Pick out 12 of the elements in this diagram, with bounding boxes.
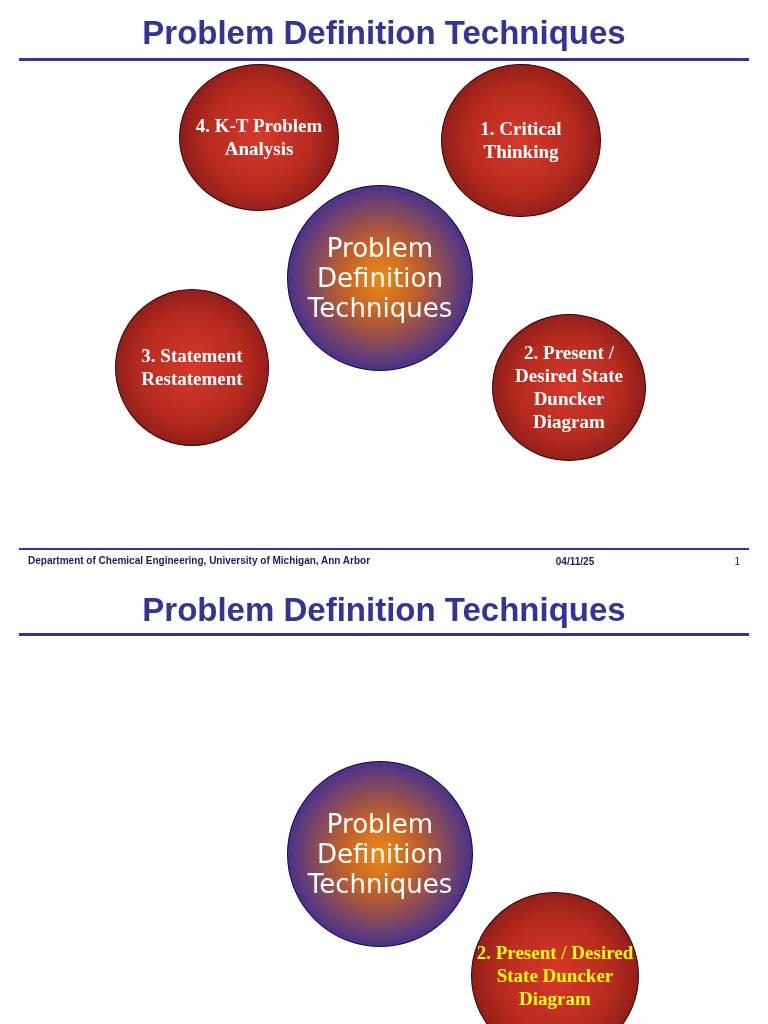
technique-circle: 1. Critical Thinking [441, 63, 601, 217]
technique-circle: 3. Statement Restatement [115, 288, 269, 446]
footer-date: 04/11/25 [554, 556, 596, 567]
page-number: 1 [733, 556, 740, 567]
slide-title: Problem Definition Techniques [141, 591, 627, 629]
slide-title: Problem Definition Techniques [141, 14, 627, 52]
footer-text: Department of Chemical Engineering, University of Michigan, Ann Arbor [28, 555, 372, 566]
central-circle: Problem Definition Techniques [287, 761, 473, 947]
technique-circle: 2. Present / Desired State Duncker Diagram [471, 891, 639, 1024]
central-circle: Problem Definition Techniques [287, 185, 473, 371]
technique-circle: 4. K-T Problem Analysis [179, 63, 339, 211]
technique-circle: 2. Present / Desired State Duncker Diagram [492, 313, 646, 461]
